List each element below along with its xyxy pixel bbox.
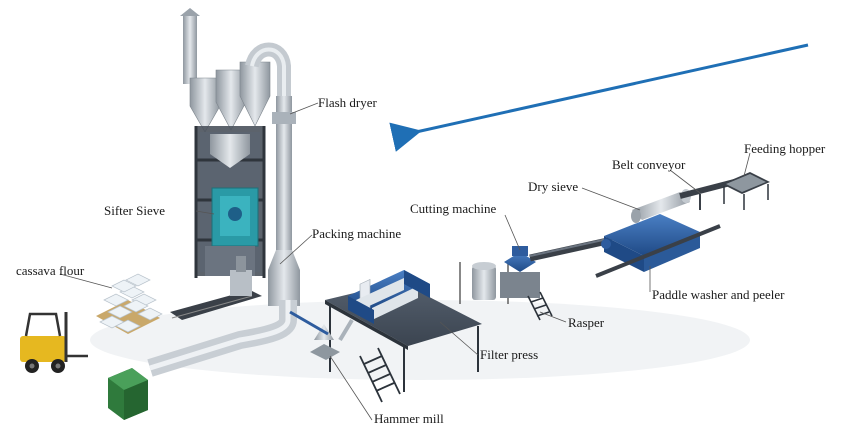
label-dry-sieve: Dry sieve [528, 179, 579, 194]
leader-lines [59, 102, 751, 421]
label-flash-dryer: Flash dryer [318, 95, 377, 110]
label-cutting-machine: Cutting machine [410, 201, 497, 216]
cutting-machine-station [459, 246, 540, 304]
flash-dryer-column [268, 96, 300, 306]
leader-feeding-hopper [743, 152, 751, 177]
leader-cassava-flour [59, 273, 113, 289]
label-cassava-flour: cassava flour [16, 263, 85, 278]
air-duct [147, 300, 297, 377]
paddle-washer-peeler [595, 214, 721, 278]
leader-cutting-machine [504, 214, 521, 251]
label-sifter-sieve: Sifter Sieve [104, 203, 166, 218]
screw-conveyor [289, 310, 329, 336]
forklift [20, 312, 88, 373]
leader-dry-sieve [581, 187, 641, 211]
label-hammer-mill: Hammer mill [374, 411, 444, 426]
label-rasper: Rasper [568, 315, 605, 330]
leader-sifter-sieve [195, 210, 215, 215]
leader-filter-press [439, 321, 479, 356]
label-belt-conveyor: Belt conveyor [612, 157, 686, 172]
leader-belt-conveyor [669, 169, 701, 194]
feeding-hopper [722, 172, 770, 210]
leader-rasper [539, 311, 567, 323]
cassava-flour-bags [96, 273, 163, 334]
inclined-conveyor [529, 236, 613, 262]
rasper-stairs [527, 291, 553, 321]
label-paddle-washer-and-peeler: Paddle washer and peeler [652, 287, 785, 302]
label-filter-press: Filter press [480, 347, 539, 362]
leader-flash-dryer [289, 102, 319, 115]
leader-hammer-mill [329, 355, 373, 421]
flash-dryer-tower [180, 8, 291, 278]
label-packing-machine: Packing machine [312, 226, 402, 241]
packing-machine [170, 256, 262, 320]
flow-direction-arrow [389, 43, 809, 152]
leader-packing-machine [279, 234, 313, 265]
green-bin [108, 368, 148, 420]
platform-stairs [359, 347, 401, 403]
filter-press [348, 270, 430, 324]
label-feeding-hopper: Feeding hopper [744, 141, 826, 156]
